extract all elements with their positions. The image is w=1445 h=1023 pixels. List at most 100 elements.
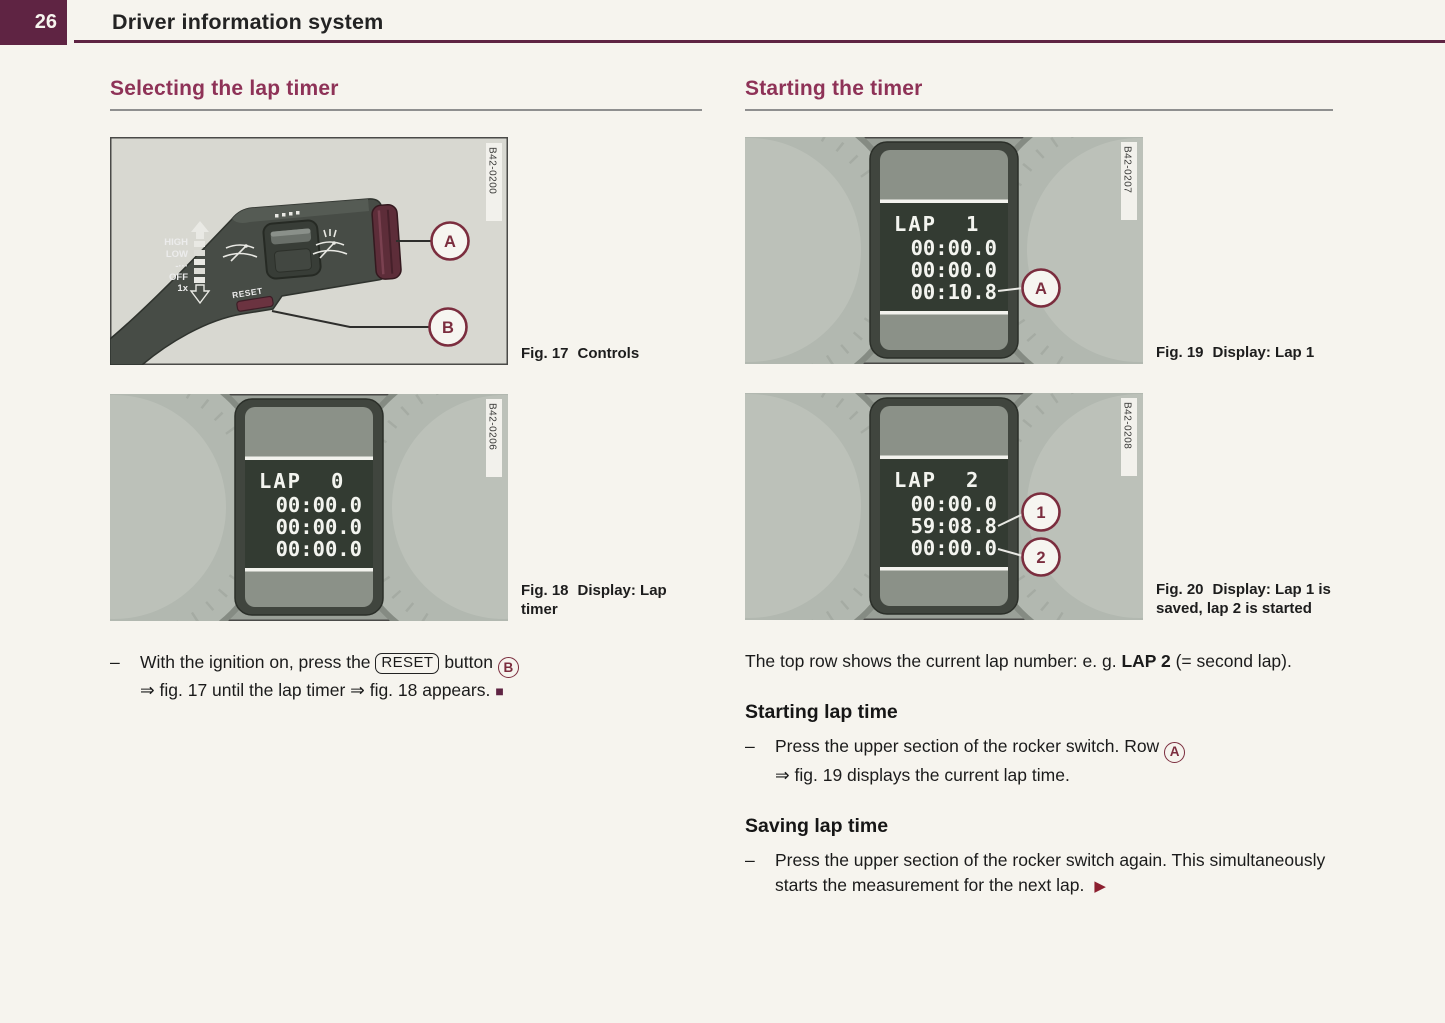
display-screen [880,150,1008,350]
header-rule [74,40,1445,43]
reset-label-on-stalk: RESET [231,286,263,301]
figure-19-display-image: LAP 1 00:00.0 00:00.0 00:10.8 A B42-0207 [745,137,1143,364]
figure-19-caption-number: Fig. 19 [1156,343,1204,361]
figure-20-row: LAP 2 00:00.0 59:08.8 00:00.0 1 2 B42-02… [745,393,1333,620]
reset-slider [236,295,274,312]
subheading-saving-lap-time: Saving lap time [745,815,889,838]
lap-word: LAP [894,212,937,236]
callout-a-line [997,287,1024,292]
callout-1-number: 1 [1036,504,1045,522]
figure-19-caption-text: Display: Lap 1 [1212,343,1315,361]
figure-id-strip [1121,398,1137,476]
figure-20-display-image: LAP 2 00:00.0 59:08.8 00:00.0 1 2 B42-02… [745,393,1143,620]
lap-number: 0 [331,469,343,493]
arrow-up-icon [191,221,209,239]
reset-button-inline: RESET [375,653,440,674]
stalk-position-indicator [189,221,211,305]
callout-b-inline: B [497,657,519,679]
figure-18-caption-text: Display: Lap timer [521,582,667,618]
stalk-label-off: OFF [169,272,188,283]
lap-time-row3: 00:00.0 [911,536,997,560]
bullet1-text-2: ⇒ fig. 19 displays the current lap time. [775,764,1070,785]
subheading-starting-lap-time: Starting lap time [745,701,898,724]
washer-icon [312,229,348,259]
figure-18-id-label: B42-0206 [487,403,498,450]
display-screen [880,406,1008,606]
figure-id-strip [486,399,502,477]
bullet-text-1: With the ignition on, press the [140,652,371,672]
para-bold-lap2: LAP 2 [1121,651,1171,671]
lap-number: 2 [966,468,978,492]
display-screen [245,407,373,607]
figure-17-id-label: B42-0200 [487,147,498,194]
figure-18-display-image: LAP 0 00:00.0 00:00.0 00:00.0 B42-0206 [110,394,508,621]
bullet1-text-1: Press the upper section of the rocker sw… [775,736,1160,757]
figure-18-row: LAP 0 00:00.0 00:00.0 00:00.0 B42-0206 F… [110,394,702,621]
end-of-section-icon: ■ [495,683,504,700]
callout-2-circle [1021,537,1061,577]
lap-time-row3: 00:00.0 [276,537,362,561]
lap-word: LAP [894,468,937,492]
callout-b-line [271,310,429,328]
figure-17-caption: Fig. 17 Controls [521,345,699,365]
stalk-label-int: -··· [175,261,188,272]
instruction-select-lap-timer: – With the ignition on, press the RESET … [110,650,702,704]
stalk-end-cap [371,204,402,280]
callout-1-circle [1021,492,1061,532]
bullet-text-3: ⇒ fig. 17 until the lap timer ⇒ fig. 18 … [140,680,491,701]
callout-a-letter: A [1035,280,1047,298]
callout-b-letter: B [442,319,454,337]
para-text-1: The top row shows the current lap number… [745,651,1117,671]
callout-a-circle [430,221,470,261]
lap-time-row2: 00:00.0 [276,515,362,539]
bullet-dash: – [110,652,120,672]
figure-id-strip [486,143,502,221]
figure-18-caption-number: Fig. 18 [521,582,569,600]
lap-time-row1: 00:00.0 [911,236,997,260]
page-title: Driver information system [112,10,384,34]
instruction-saving-lap-time: – Press the upper section of the rocker … [745,848,1333,899]
rocker-switch [262,219,322,280]
figure-19-id-label: B42-0207 [1122,146,1133,193]
callout-1-line [997,513,1024,527]
right-column: Starting the timer [745,75,1333,899]
bullet-dash: – [745,736,755,757]
figure-17-caption-text: Controls [577,344,640,362]
arrow-down-icon [189,284,211,305]
callout-a-inline: A [1164,741,1186,763]
figure-19-row: LAP 1 00:00.0 00:00.0 00:10.8 A B42-0207… [745,137,1333,364]
lap-number-paragraph: The top row shows the current lap number… [745,649,1333,674]
callout-b-circle [428,307,468,347]
figure-19-caption: Fig. 19 Display: Lap 1 [1156,344,1333,364]
rocker-dots [275,211,300,218]
page-number: 26 [0,0,67,45]
section-heading-selecting: Selecting the lap timer [110,75,702,111]
bullet-dash: – [745,850,755,871]
left-column: Selecting the lap timer HIGH LOW -··· OF… [110,75,702,704]
figure-17-caption-number: Fig. 17 [521,344,569,362]
figure-20-id-label: B42-0208 [1122,402,1133,449]
figure-17-row: HIGH LOW -··· OFF 1x [110,137,702,365]
lap-time-row1: 00:00.0 [911,492,997,516]
wiper-icon [222,244,258,262]
para-text-2: (= second lap). [1175,651,1292,671]
callout-a-letter: A [444,233,456,251]
callout-2-line [997,548,1024,557]
bullet2-text: Press the upper section of the rocker sw… [775,850,1326,896]
section-heading-starting: Starting the timer [745,75,1333,111]
instruction-starting-lap-time: – Press the upper section of the rocker … [745,734,1333,788]
lap-word: LAP [259,469,302,493]
callout-2-number: 2 [1036,549,1045,567]
figure-20-caption-text: Display: Lap 1 is saved, lap 2 is starte… [1156,581,1331,617]
lap-time-row3: 00:10.8 [911,280,997,304]
callout-a-circle [1021,268,1061,308]
lap-number: 1 [966,212,978,236]
lap-time-row1: 00:00.0 [276,493,362,517]
bullet-text-2: button [444,652,493,672]
figure-id-strip [1121,142,1137,220]
continues-icon: ▶ [1094,878,1106,896]
stalk-label-1x: 1x [177,283,188,294]
lap-time-row2: 00:00.0 [911,258,997,282]
figure-20-caption-number: Fig. 20 [1156,581,1204,599]
